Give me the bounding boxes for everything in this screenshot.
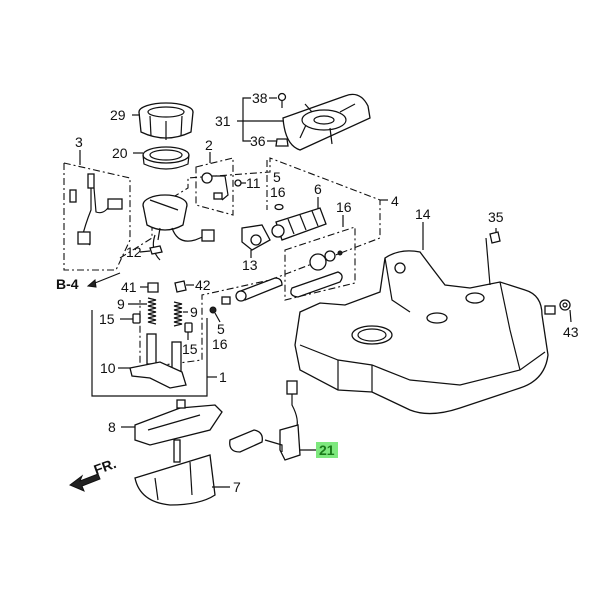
callout-36[interactable]: 36 — [250, 133, 266, 149]
leader-5-lower — [214, 312, 221, 323]
front-direction-arrow-icon — [69, 473, 101, 492]
reference-b4[interactable]: B-4 — [56, 276, 79, 292]
callout-9-left[interactable]: 9 — [117, 296, 125, 312]
part-9-spring-left[interactable] — [147, 297, 157, 325]
part-36-nut[interactable] — [275, 138, 289, 147]
highlight-21 — [316, 442, 338, 458]
callout-42[interactable]: 42 — [195, 277, 211, 293]
callout-2[interactable]: 2 — [205, 137, 213, 153]
part-10-pump-bracket[interactable] — [129, 333, 187, 389]
callout-15-left[interactable]: 15 — [99, 311, 115, 327]
callout-21[interactable]: 21 — [319, 442, 335, 458]
callout-16-upper[interactable]: 16 — [270, 184, 286, 200]
part-35-clip[interactable] — [489, 231, 501, 244]
callout-35[interactable]: 35 — [488, 209, 504, 225]
callout-14[interactable]: 14 — [415, 206, 431, 222]
part-15-cushion-left[interactable] — [132, 313, 141, 324]
callout-13[interactable]: 13 — [242, 257, 258, 273]
part-12-clip[interactable] — [149, 245, 163, 255]
callout-7[interactable]: 7 — [233, 479, 241, 495]
group-4-outline — [119, 157, 381, 369]
callout-10[interactable]: 10 — [100, 360, 116, 376]
reference-front: FR. — [92, 455, 119, 478]
callout-41[interactable]: 41 — [121, 279, 137, 295]
part-5-o-ring-upper[interactable] — [274, 203, 284, 211]
part-15-cushion-right[interactable] — [184, 322, 193, 333]
callout-38[interactable]: 38 — [252, 90, 268, 106]
bracket-31 — [242, 97, 251, 142]
callout-8[interactable]: 8 — [108, 419, 116, 435]
callout-15-right[interactable]: 15 — [182, 341, 198, 357]
callout-29[interactable]: 29 — [110, 107, 126, 123]
callout-20[interactable]: 20 — [112, 145, 128, 161]
part-11-grommet[interactable] — [234, 179, 242, 187]
callout-1[interactable]: 1 — [219, 369, 227, 385]
group-16-outline — [284, 226, 356, 301]
part-31-access-cover[interactable] — [282, 93, 371, 151]
part-7-protector[interactable] — [134, 439, 216, 506]
group-3-outline — [63, 162, 131, 271]
group-2-outline — [195, 157, 234, 216]
leader-43 — [569, 309, 572, 323]
callout-3[interactable]: 3 — [75, 134, 83, 150]
part-41-clip[interactable] — [147, 282, 159, 293]
callout-12[interactable]: 12 — [126, 244, 142, 260]
part-21-fuel-level-sender[interactable] — [229, 380, 301, 461]
callout-16-right[interactable]: 16 — [336, 199, 352, 215]
part-2-connector[interactable] — [201, 172, 229, 201]
leader-35 — [485, 237, 491, 286]
part-13-bracket[interactable] — [241, 224, 271, 251]
callout-5-lower[interactable]: 5 — [217, 321, 225, 337]
part-29-lock-ring[interactable] — [138, 102, 194, 140]
part-3-wire-harness[interactable] — [69, 173, 123, 246]
callout-9-right[interactable]: 9 — [190, 304, 198, 320]
callout-16-lower[interactable]: 16 — [212, 336, 228, 352]
part-16-regulator-holder[interactable] — [290, 250, 343, 298]
part-6-fuel-filter[interactable] — [271, 207, 327, 241]
part-43-hose-clamp[interactable] — [559, 299, 571, 311]
part-fuel-pump[interactable] — [221, 277, 283, 305]
group-1-outline — [91, 310, 208, 397]
part-8-pump-cover[interactable] — [134, 399, 223, 446]
callout-6[interactable]: 6 — [314, 181, 322, 197]
callout-5-upper[interactable]: 5 — [273, 169, 281, 185]
callout-31[interactable]: 31 — [215, 113, 231, 129]
part-9-spring-right[interactable] — [173, 301, 183, 327]
part-5-o-ring-lower[interactable] — [209, 306, 217, 314]
part-14-fuel-tank[interactable] — [294, 250, 556, 415]
callout-43[interactable]: 43 — [563, 324, 579, 340]
b4-arrow-icon — [86, 279, 97, 288]
callout-11[interactable]: 11 — [246, 175, 261, 191]
part-20-gasket[interactable] — [142, 146, 190, 170]
part-42-clip[interactable] — [174, 280, 187, 293]
leader-12 — [139, 250, 151, 253]
callout-4[interactable]: 4 — [391, 193, 399, 209]
part-38-bolt[interactable] — [277, 92, 287, 109]
